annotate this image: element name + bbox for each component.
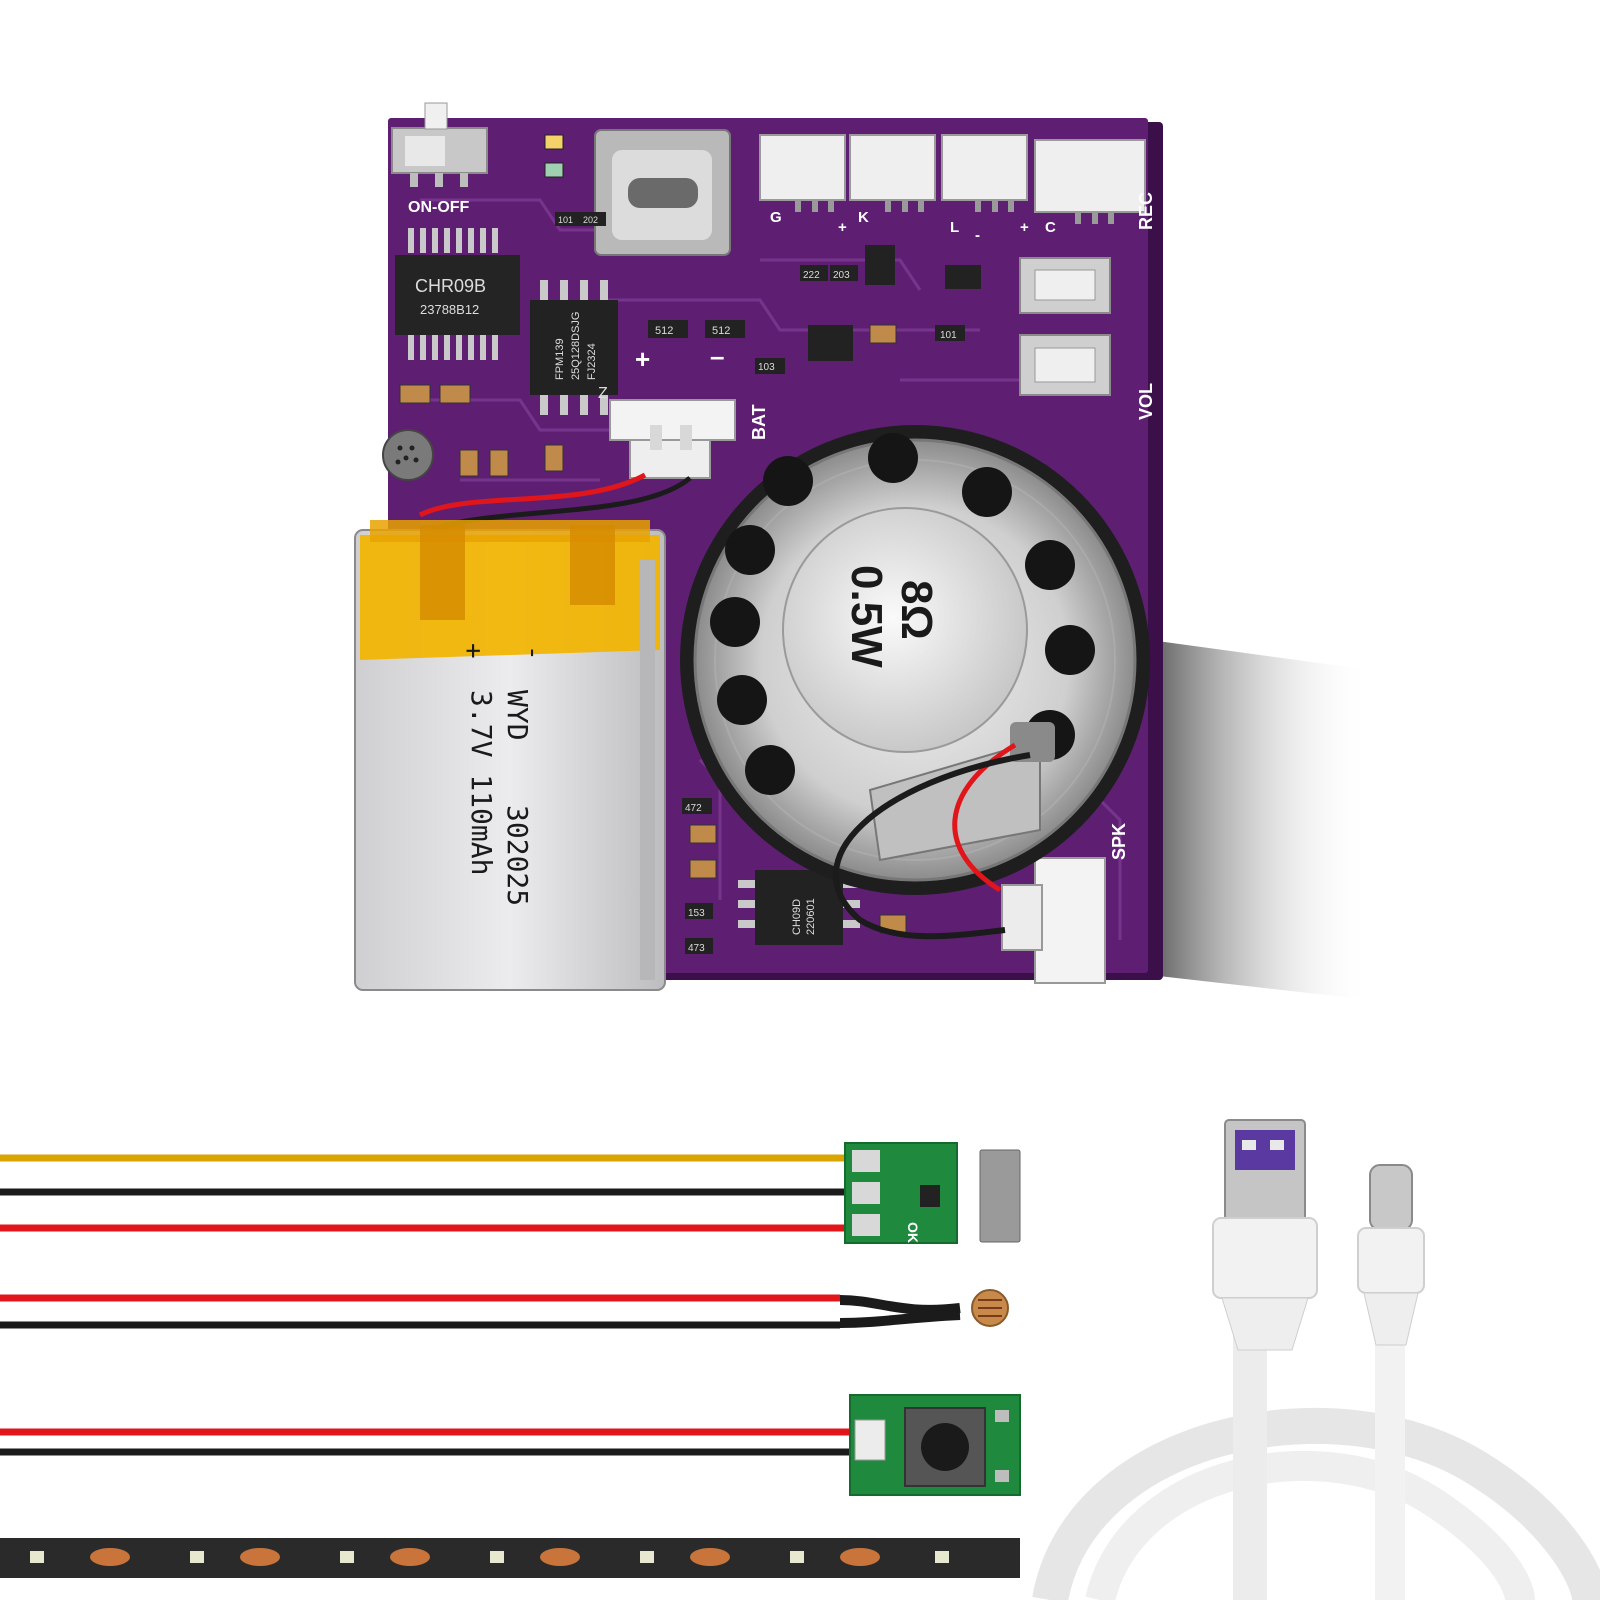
resistor-code: 473 bbox=[688, 943, 705, 954]
battery-model: 302025 bbox=[501, 805, 534, 906]
bat-label: BAT bbox=[749, 404, 769, 440]
bat-plus-mark: + bbox=[635, 344, 650, 374]
push-button-icon[interactable] bbox=[0, 1394, 1021, 1496]
resistor-code: 512 bbox=[655, 325, 673, 337]
vol-button[interactable] bbox=[1019, 334, 1111, 396]
jst-connector-row bbox=[759, 134, 1146, 213]
smd-resistors: 512 512 101 101 103 202 472 153 473 222 … bbox=[555, 212, 965, 954]
microphone-icon bbox=[382, 429, 434, 481]
magnet bbox=[979, 1149, 1021, 1243]
resistor-code: 103 bbox=[758, 362, 775, 373]
bat-minus-mark: – bbox=[710, 341, 724, 371]
battery-connector bbox=[609, 399, 736, 479]
photoresistor-icon bbox=[0, 1289, 1009, 1329]
port-mark: C bbox=[1045, 219, 1056, 236]
usb-c-port-icon[interactable] bbox=[594, 129, 731, 256]
vol-label: VOL bbox=[1136, 383, 1156, 420]
port-mark: L bbox=[950, 219, 959, 236]
battery-brand: WYD bbox=[501, 690, 534, 741]
speaker-power: 0.5W bbox=[842, 565, 891, 668]
resistor-code: 512 bbox=[712, 325, 730, 337]
main-chip: CHR09B 23788B12 bbox=[395, 228, 520, 360]
resistor-code: 222 bbox=[803, 270, 820, 281]
port-mark: + bbox=[838, 219, 847, 236]
port-mark: - bbox=[975, 227, 980, 244]
battery-icon: - + WYD 302025 3.7V 110mAh bbox=[354, 520, 666, 991]
speaker-impedance: 8Ω bbox=[892, 580, 941, 640]
speaker-connector bbox=[1001, 857, 1106, 984]
resistor-code: 472 bbox=[685, 803, 702, 814]
amp-chip-line1: CH09D bbox=[791, 899, 803, 935]
resistor-code: 101 bbox=[558, 215, 573, 225]
resistor-code: 203 bbox=[833, 270, 850, 281]
flash-chip: FJ2324 25Q128DSJG FPM139 Z bbox=[530, 280, 618, 415]
resistor-code: 101 bbox=[940, 330, 957, 341]
main-chip-line1: CHR09B bbox=[415, 276, 486, 296]
flash-chip-logo: Z bbox=[598, 385, 608, 402]
led-indicator bbox=[544, 162, 564, 178]
sensor-label: OK bbox=[905, 1222, 921, 1243]
port-mark: K bbox=[858, 209, 869, 226]
flash-chip-line3: FPM139 bbox=[554, 338, 566, 380]
port-mark: + bbox=[1020, 219, 1029, 236]
rec-label: REC bbox=[1136, 192, 1156, 230]
smd-capacitors bbox=[399, 324, 1048, 934]
resistor-code: 153 bbox=[688, 908, 705, 919]
flash-chip-line2: 25Q128DSJG bbox=[570, 312, 582, 380]
led-indicator bbox=[544, 134, 564, 150]
switch-label: ON-OFF bbox=[408, 199, 470, 216]
speaker-icon: 8Ω 0.5W bbox=[680, 425, 1150, 940]
transistors bbox=[808, 245, 981, 361]
led-strip-icon bbox=[0, 1538, 1020, 1578]
flash-chip-line1: FJ2324 bbox=[586, 343, 598, 380]
magnetic-sensor-module: OK bbox=[0, 1142, 1021, 1244]
main-chip-line2: 23788B12 bbox=[420, 302, 479, 317]
spk-label: SPK bbox=[1109, 823, 1129, 860]
battery-spec: 3.7V 110mAh bbox=[465, 690, 498, 875]
resistor-code: 202 bbox=[583, 215, 598, 225]
amp-chip: CH09D 220601 bbox=[738, 870, 860, 945]
battery-plus: + bbox=[458, 643, 488, 659]
rec-button[interactable] bbox=[1019, 257, 1111, 314]
port-mark: G bbox=[770, 209, 782, 226]
slide-switch-icon[interactable] bbox=[391, 102, 488, 187]
usb-cable-icon bbox=[1032, 1119, 1600, 1600]
amp-chip-line2: 220601 bbox=[805, 898, 817, 935]
battery-minus: - bbox=[518, 645, 548, 661]
